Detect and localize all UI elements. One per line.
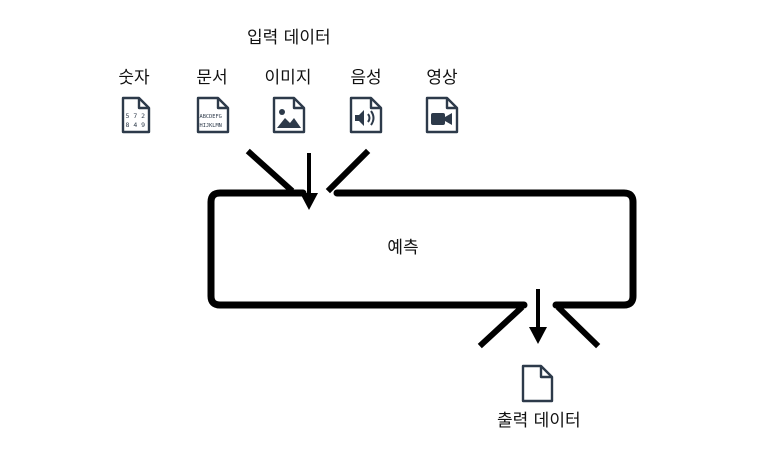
video-file-icon xyxy=(425,96,459,134)
text-document-file-icon: ABCDEFG HIJKLMN xyxy=(196,96,230,134)
input-label-numbers: 숫자 xyxy=(118,68,150,88)
output-data-title: 출력 데이터 xyxy=(497,411,581,431)
input-label-images: 이미지 xyxy=(264,68,312,88)
numbers-icon-line-1: 5 7 2 xyxy=(126,112,146,120)
numbers-file-icon: 5 7 2 8 4 9 xyxy=(121,96,151,134)
input-funnel-arrow xyxy=(245,148,371,210)
input-label-documents: 문서 xyxy=(196,68,228,88)
output-document-file-icon xyxy=(521,364,554,403)
image-file-icon xyxy=(272,96,306,134)
output-funnel-arrow xyxy=(477,289,601,349)
input-data-title: 입력 데이터 xyxy=(247,28,331,48)
input-label-audio: 음성 xyxy=(350,68,382,88)
document-icon-line-1: ABCDEFG xyxy=(200,114,222,120)
numbers-icon-line-2: 8 4 9 xyxy=(126,121,146,129)
prediction-loop-box xyxy=(207,189,528,309)
input-label-video: 영상 xyxy=(426,68,458,88)
audio-file-icon xyxy=(349,96,383,134)
prediction-label: 예측 xyxy=(387,238,419,258)
document-icon-line-2: HIJKLMN xyxy=(200,123,222,129)
prediction-loop-box-right xyxy=(333,189,637,309)
